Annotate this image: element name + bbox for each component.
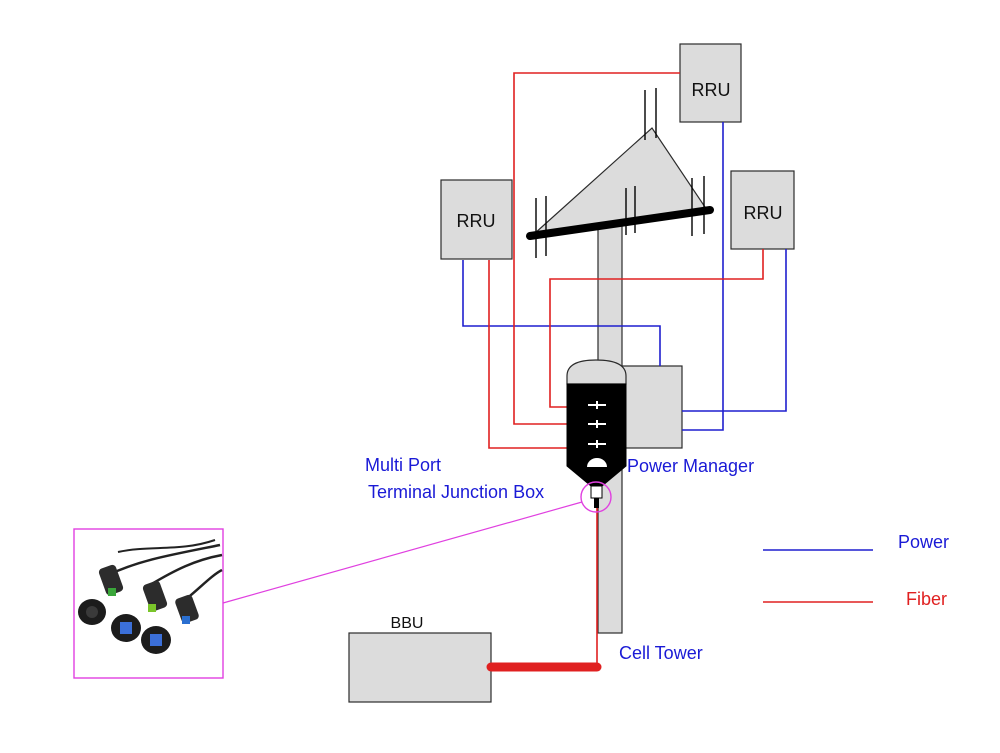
junction-callout-circle: [580, 481, 612, 513]
connector-photo: [78, 539, 223, 654]
rru-right-label: RRU: [744, 203, 783, 223]
legend: Power Fiber: [763, 532, 949, 609]
rru-top-label: RRU: [692, 80, 731, 100]
antenna-crossbar: [526, 206, 714, 240]
junction-box: [566, 359, 627, 508]
bbu-label: BBU: [391, 615, 424, 632]
legend-fiber-label: Fiber: [906, 589, 947, 609]
rru-left-box: [440, 179, 513, 260]
rru-top-box: [679, 43, 742, 123]
power-lines: [462, 122, 787, 431]
fiber-lines: [488, 72, 764, 668]
callout-leader-line: [222, 501, 583, 604]
power-manager-box: [620, 365, 683, 449]
bbu-box: [348, 632, 492, 703]
cell-tower-label: Cell Tower: [619, 643, 703, 663]
legend-power-label: Power: [898, 532, 949, 552]
junction-box-label-line1: Multi Port: [365, 455, 441, 475]
power-manager-label: Power Manager: [627, 456, 754, 476]
junction-box-label-line2: Terminal Junction Box: [368, 482, 544, 502]
rru-left-label: RRU: [457, 211, 496, 231]
antenna-elements: [535, 88, 705, 258]
rru-right-box: [730, 170, 795, 250]
